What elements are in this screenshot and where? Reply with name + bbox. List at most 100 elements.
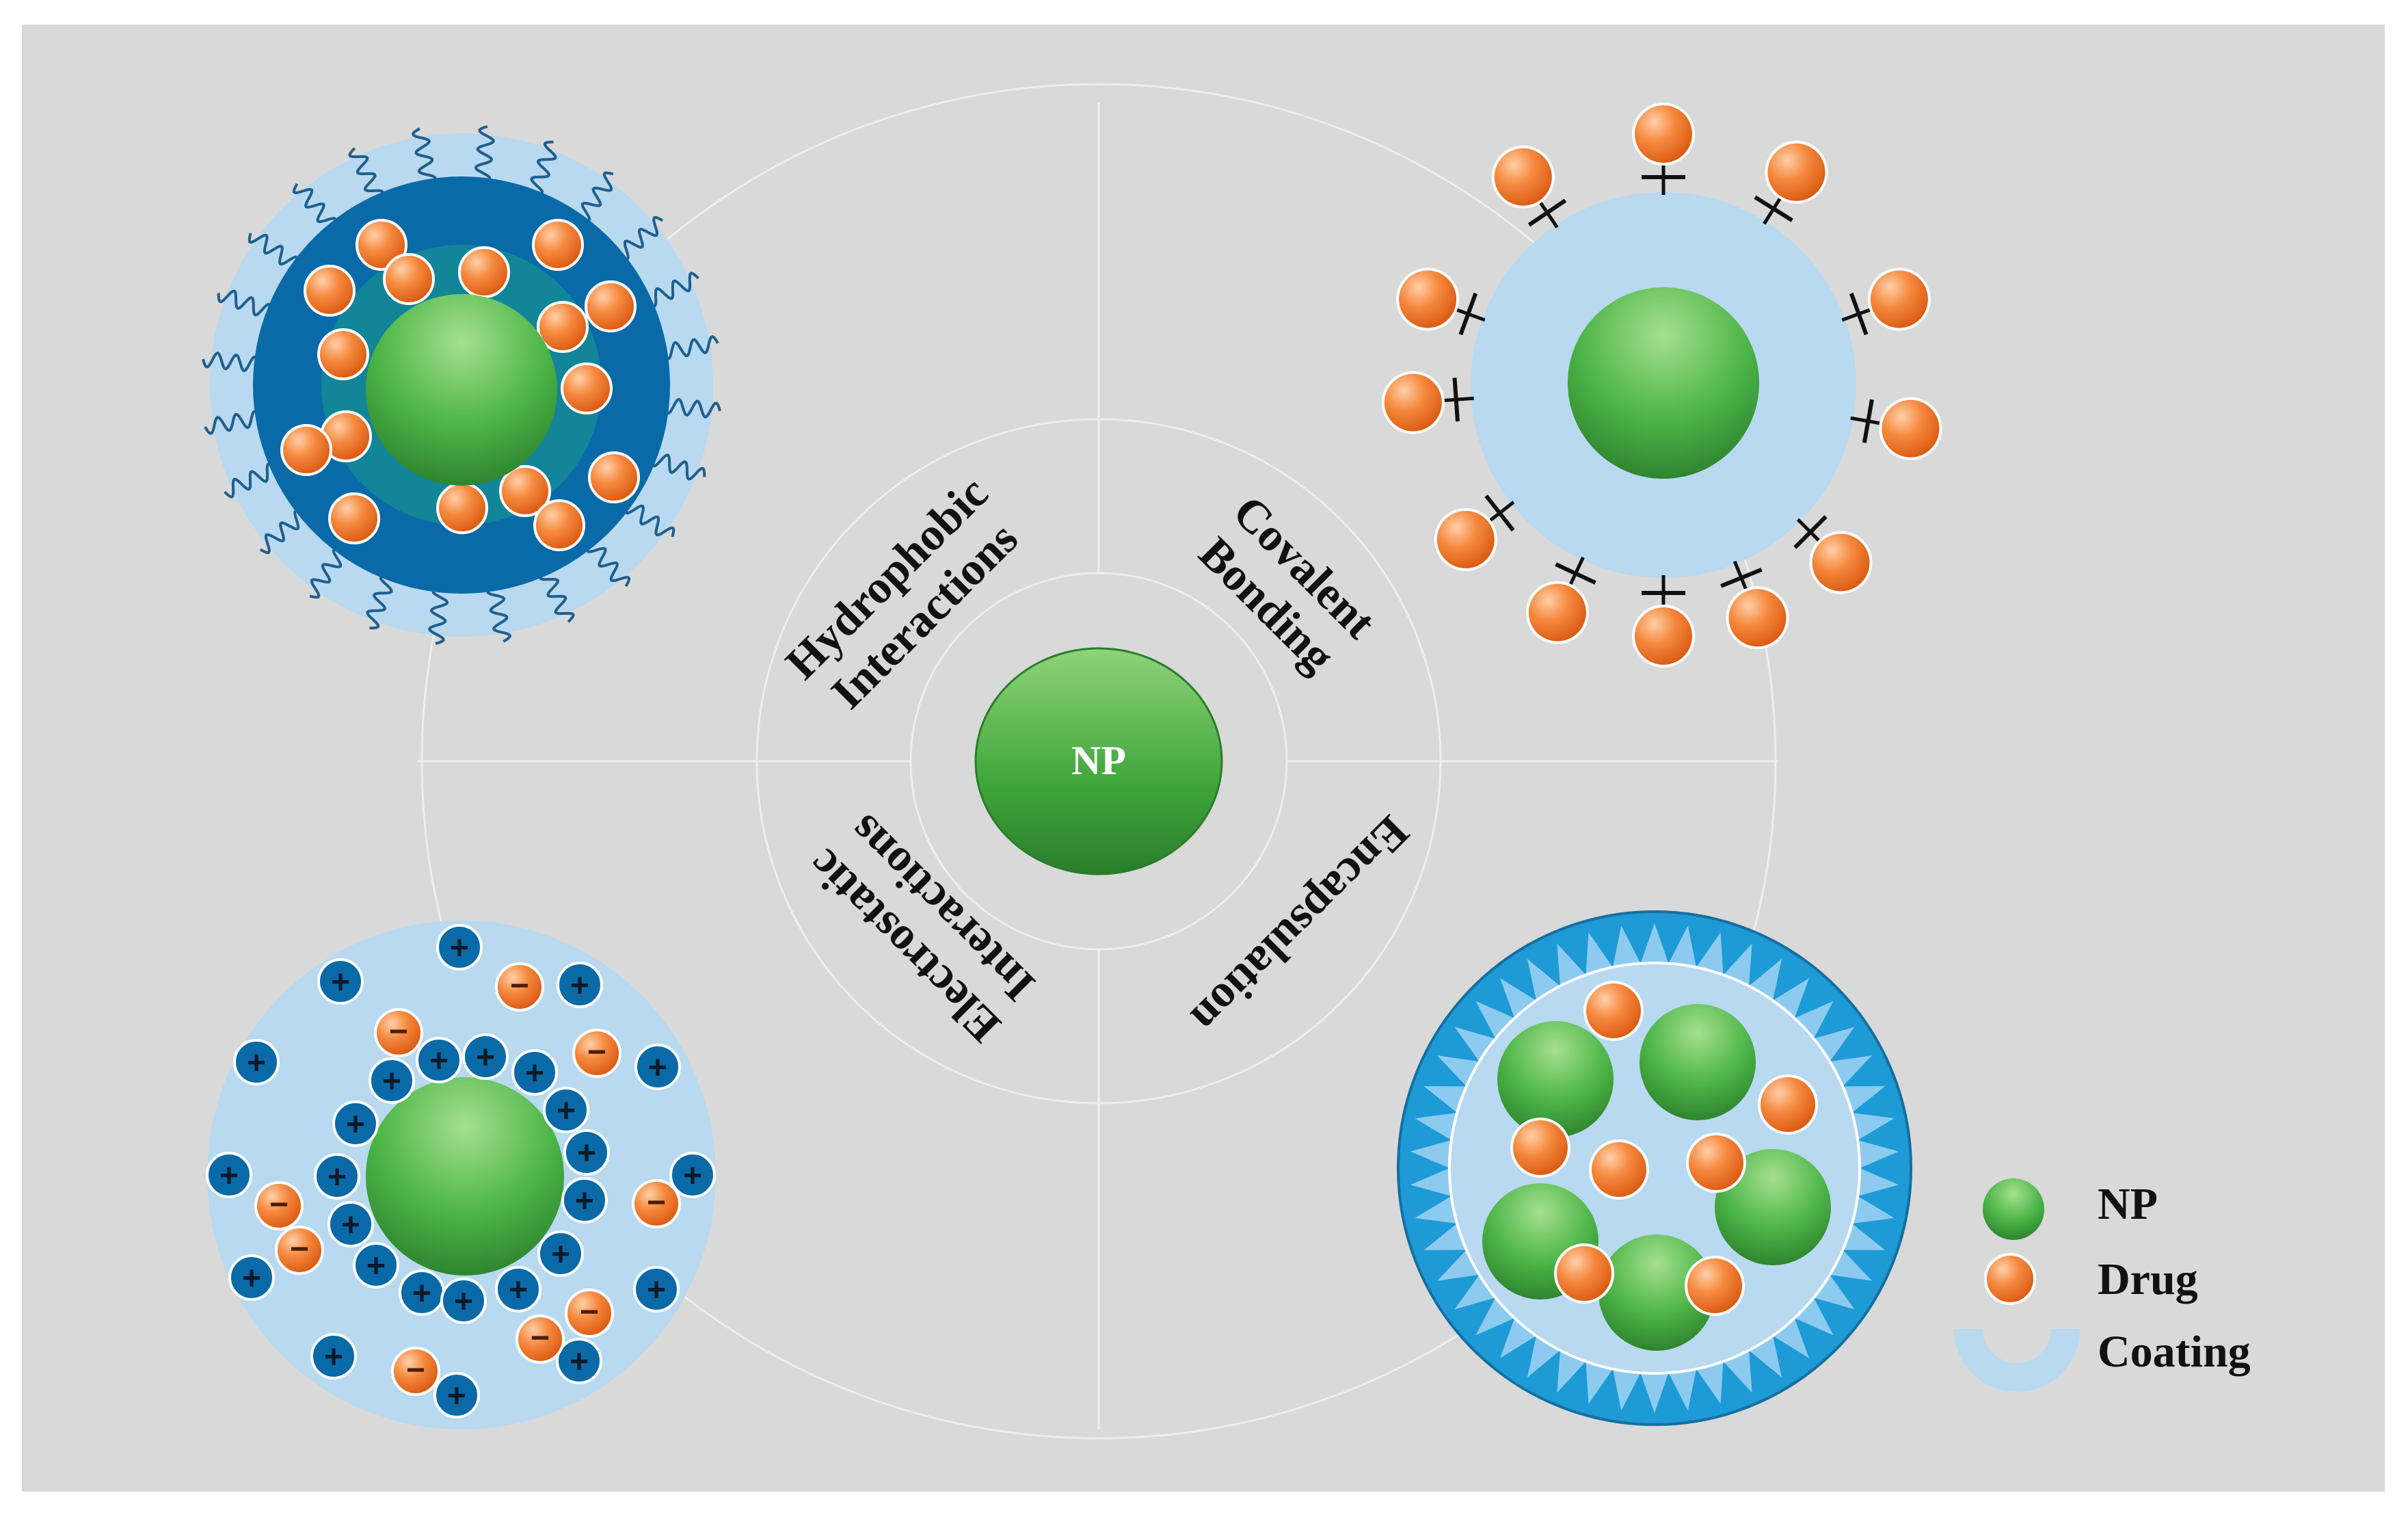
drug-molecule: [1510, 1118, 1570, 1178]
bond-line: [1568, 556, 1585, 585]
bond-tick: [1484, 494, 1515, 532]
coating-spike: [1723, 1350, 1752, 1393]
negative-ion: [565, 1289, 614, 1338]
polymer-chain: [248, 233, 299, 267]
positive-ion: [206, 1152, 252, 1198]
drug-molecule: [1765, 140, 1828, 204]
charged-ions: +++++++++++++++++++++++++++−−−−−−−−−: [206, 924, 716, 1418]
positive-ion-sign: +: [247, 1045, 266, 1081]
drug-molecule: [304, 265, 356, 317]
positive-ion: [233, 1039, 280, 1085]
drug-molecule: [1686, 1133, 1746, 1193]
negative-ion-sign: −: [510, 968, 529, 1004]
positive-ion-sign: +: [476, 1040, 495, 1076]
polymer-chain: [618, 215, 664, 261]
polymer-chain: [650, 453, 706, 481]
drug-molecule: [499, 465, 551, 517]
drug-molecule: [1685, 1256, 1745, 1316]
encapsulated-np: [1640, 1004, 1756, 1120]
bond-tick: [1862, 399, 1874, 443]
positive-ion: [563, 1129, 610, 1176]
coating-spike: [1843, 1223, 1886, 1250]
positive-ion: [557, 962, 603, 1008]
positive-ion: [436, 924, 483, 970]
bond-tick: [1720, 568, 1763, 588]
hydrophobic-particle: [201, 124, 722, 646]
polymer-chain: [411, 127, 437, 185]
coating-spike: [1696, 932, 1724, 975]
positive-ion: [310, 1333, 357, 1379]
encapsulated-np: [1497, 1021, 1614, 1137]
coating-spike: [1858, 1168, 1899, 1196]
drug-molecule: [1525, 581, 1589, 644]
polymer-chain: [580, 171, 614, 223]
polymer-chain: [661, 334, 719, 360]
drug-molecule: [1632, 605, 1695, 668]
center-np-label: NP: [1071, 738, 1126, 783]
drug-molecule: [588, 451, 640, 503]
drug-molecule: [1434, 507, 1497, 571]
coating-spike: [1586, 932, 1613, 975]
legend-coating-label: Coating: [2098, 1327, 2251, 1377]
positive-ion-sign: +: [346, 1107, 365, 1143]
positive-ion-sign: +: [551, 1237, 570, 1273]
bond-line: [1841, 308, 1871, 322]
coating-spike: [1612, 925, 1641, 968]
coating-spike: [1586, 1361, 1613, 1404]
positive-ion: [433, 1372, 480, 1418]
coating-spikes: [1410, 923, 1899, 1413]
negative-ion-sign: −: [389, 1014, 408, 1050]
polymer-chain: [624, 503, 675, 538]
positive-ion: [314, 1153, 360, 1200]
polymer-chain: [486, 585, 512, 643]
coating-spike: [1843, 1086, 1886, 1113]
bond-tick: [1793, 515, 1828, 549]
positive-ion: [369, 1057, 415, 1104]
coating-spike: [1423, 1086, 1467, 1113]
coating-spike: [1773, 1318, 1809, 1358]
drug-molecule: [1396, 267, 1460, 331]
coating-spike: [1723, 943, 1752, 986]
drug-molecule: [1554, 1243, 1614, 1304]
positive-ion-sign: +: [509, 1272, 528, 1308]
drug-molecule: [1758, 1074, 1818, 1135]
polymer-chain: [259, 510, 305, 555]
drug-molecule: [1381, 371, 1445, 434]
drug-molecule: [436, 482, 488, 534]
negative-ion-sign: −: [587, 1034, 606, 1070]
drug-molecule: [585, 280, 637, 332]
polymer-chain: [586, 542, 631, 587]
drug-molecule: [532, 219, 584, 271]
positive-ion-sign: +: [447, 1378, 466, 1414]
polymer-chain: [348, 147, 385, 200]
coating-spike: [1612, 1369, 1641, 1411]
legend-coating-icon: [1954, 1329, 2080, 1392]
legend-drug-icon: [1984, 1253, 2036, 1305]
polymer-chain: [204, 410, 262, 436]
polymer-chain: [217, 289, 273, 317]
negative-ion: [495, 962, 544, 1012]
coating-spike: [1640, 1373, 1669, 1413]
positive-ion: [669, 1152, 716, 1198]
bond-tick: [1849, 292, 1869, 336]
drug-molecule: [1726, 586, 1789, 650]
negative-ion: [572, 1029, 621, 1078]
encapsulation-particle: [1397, 910, 1912, 1426]
coating-spike: [1557, 1350, 1586, 1393]
drug-molecule: [533, 499, 585, 551]
coating-spike: [1668, 925, 1697, 968]
positive-ion-sign: +: [219, 1158, 239, 1194]
center-np: NP: [974, 647, 1223, 875]
positive-ion-sign: +: [450, 930, 469, 966]
positive-ion-sign: +: [454, 1284, 473, 1320]
positive-ion: [543, 1087, 589, 1133]
positive-ion: [633, 1266, 680, 1312]
positive-ion-sign: +: [525, 1055, 544, 1092]
positive-ion-sign: +: [242, 1260, 261, 1297]
coating-spike: [1500, 978, 1536, 1018]
encapsulated-drugs: [1510, 981, 1818, 1316]
polymer-chain: [474, 124, 496, 184]
positive-ion-sign: +: [577, 1135, 596, 1172]
